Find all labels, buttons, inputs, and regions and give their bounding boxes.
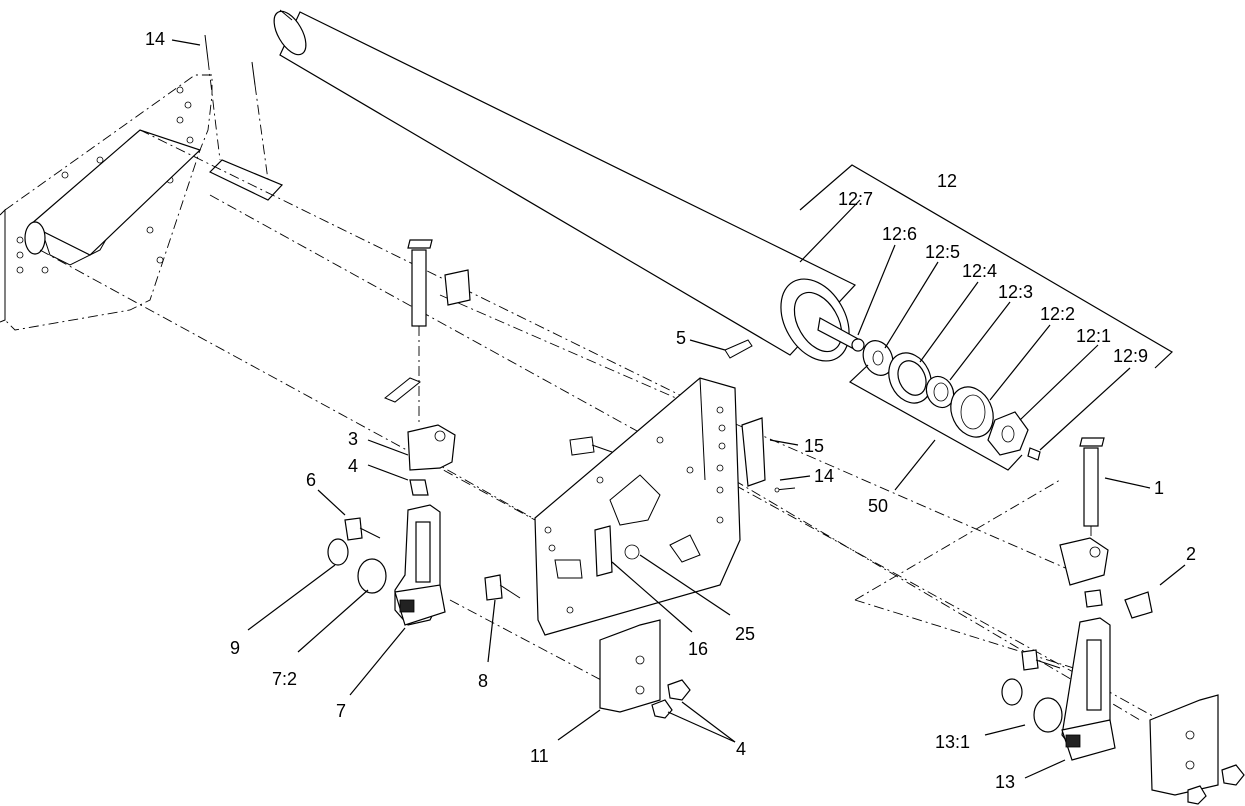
roller-tube (273, 9, 865, 362)
callout-5: 5 (676, 328, 686, 348)
bolt-8 (484, 574, 521, 601)
callout-11: 11 (530, 746, 549, 766)
callout-9: 9 (230, 638, 240, 658)
callout-8: 8 (478, 671, 488, 691)
callout-2: 2 (1186, 544, 1196, 564)
callout-12-6: 12:6 (882, 224, 917, 244)
rear-roller-shaft (24, 129, 202, 256)
callout-13-1: 13:1 (935, 732, 970, 752)
callout-12-3: 12:3 (998, 282, 1033, 302)
callout-12-2: 12:2 (1040, 304, 1075, 324)
callout-12-9: 12:9 (1113, 346, 1148, 366)
callout-12-7: 12:7 (838, 189, 873, 209)
callout-12-5: 12:5 (925, 242, 960, 262)
right-bolt-assembly (1059, 437, 1153, 619)
callout-labels: 14 12 12:7 12:6 12:5 12:4 12:3 12:2 12:1… (145, 29, 1196, 792)
right-height-adjuster (1001, 617, 1116, 761)
callout-7: 7 (336, 701, 346, 721)
decal-and-pin (741, 417, 796, 493)
callout-14-top: 14 (145, 29, 165, 49)
bracket-11 (599, 619, 691, 719)
callout-12-1: 12:1 (1076, 326, 1111, 346)
center-side-plate (534, 339, 753, 636)
decal-16 (594, 525, 613, 577)
bearing-assembly (862, 340, 1041, 461)
callout-13: 13 (995, 772, 1015, 792)
callout-3: 3 (348, 429, 358, 449)
callout-4-left: 4 (348, 456, 358, 476)
leader-lines (171, 39, 1186, 779)
lynch-pin-and-bracket (204, 34, 284, 201)
callout-12: 12 (937, 171, 957, 191)
callout-25: 25 (735, 624, 755, 644)
group-bracket-12 (799, 164, 1173, 369)
callout-6: 6 (306, 470, 316, 490)
callout-16: 16 (688, 639, 708, 659)
left-height-adjuster (327, 504, 446, 626)
callout-12-4: 12:4 (962, 261, 997, 281)
callout-50: 50 (868, 496, 888, 516)
callout-15: 15 (804, 436, 824, 456)
callout-1: 1 (1154, 478, 1164, 498)
callout-4-bottom: 4 (736, 739, 746, 759)
callout-14-right: 14 (814, 466, 834, 486)
group-bracket-50 (848, 364, 1023, 471)
right-bracket (1149, 694, 1245, 805)
left-bolt-assembly (384, 239, 471, 496)
callout-7-2: 7:2 (272, 669, 297, 689)
